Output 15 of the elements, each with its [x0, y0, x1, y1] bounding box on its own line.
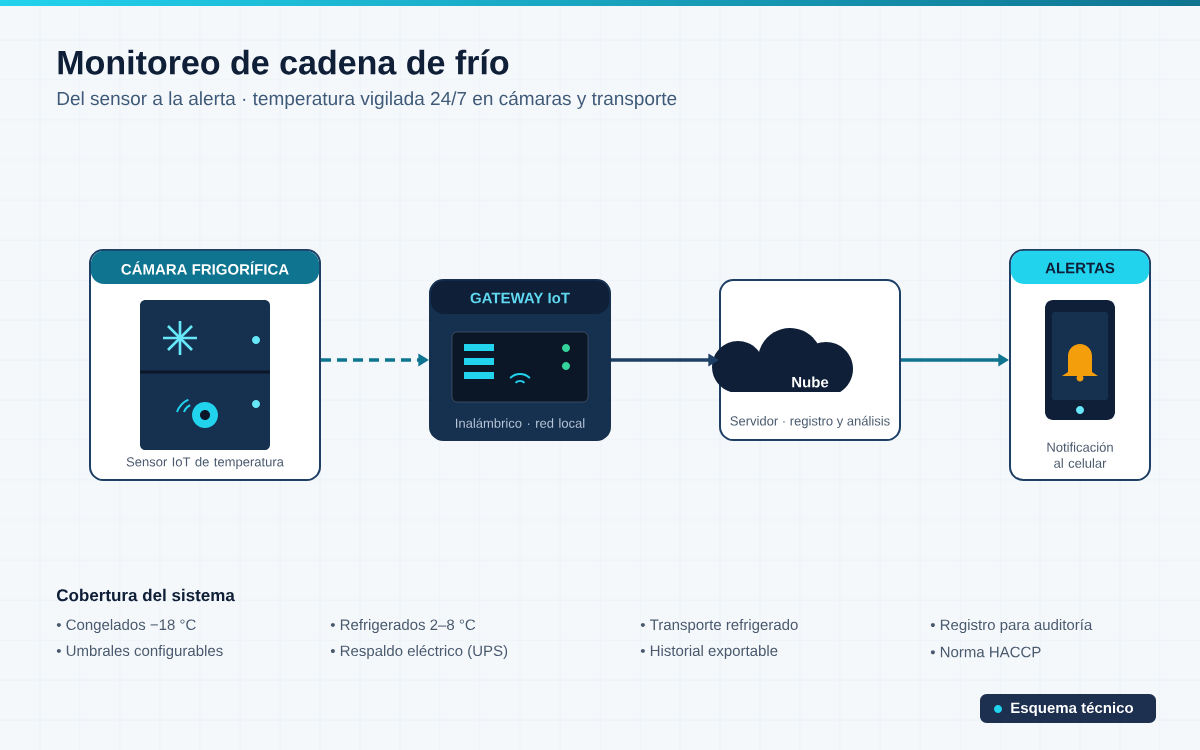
card: ALERTAS Notificación al celular — [1009, 249, 1151, 481]
list-item: • Respaldo eléctrico (UPS) — [330, 644, 508, 660]
diagram-title: Monitoreo de cadena de frío — [58, 49, 509, 75]
card: GATEWAY IoT Inalámbrico · red local — [429, 279, 611, 441]
list-item: • Registro para auditoría — [930, 618, 1093, 634]
list-item: • Transporte refrigerado — [640, 619, 798, 633]
footer-badge: Esquema técnico — [980, 694, 1156, 723]
list-item: • Umbrales configurables — [56, 645, 223, 659]
card: CÁMARA FRIGORÍFICA Sensor IoT de temperatura — [89, 249, 321, 481]
list-item: • Historial exportable — [640, 645, 778, 659]
caption: Del sensor a la alerta · temperatura vigilada 24/7 en cámaras y transporte — [57, 91, 677, 109]
section-heading: Cobertura del sistema — [56, 588, 235, 602]
list-item: • Norma HACCP — [930, 646, 1041, 658]
list-item: • Refrigerados 2–8 °C — [330, 619, 476, 633]
list-item: • Congelados −18 °C — [56, 619, 196, 633]
